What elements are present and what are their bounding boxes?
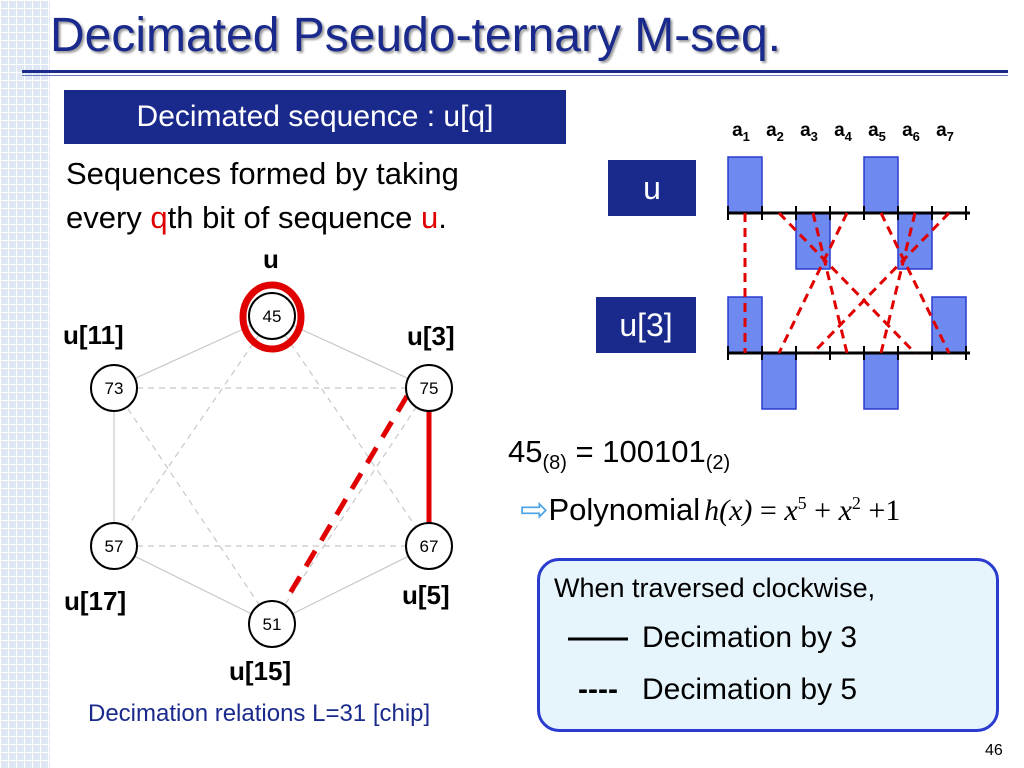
legend-solid-label: Decimation by 3 [642, 621, 858, 654]
description-line-1: Sequences formed by taking [66, 156, 459, 191]
node-label-u11: u[11] [63, 320, 124, 350]
legend-dashed-label: Decimation by 5 [642, 673, 858, 706]
decorative-pattern-strip [0, 0, 50, 768]
hexagon-node-circle [248, 600, 296, 648]
sequence-axes [727, 206, 970, 360]
eq-equals: = [566, 434, 603, 469]
column-header: a1 [732, 120, 750, 144]
column-header: a7 [936, 120, 954, 144]
node-label-u3: u[3] [407, 321, 455, 351]
column-header: a3 [800, 120, 818, 144]
row-label-u: u [608, 160, 696, 216]
desc-text: th bit of sequence [167, 200, 422, 235]
decimation-link [777, 211, 917, 355]
hexagon-edge [271, 545, 430, 625]
hexagon-node-circle [90, 364, 138, 412]
octal-binary-equation: 45(8) = 100101(2) [508, 434, 730, 475]
hexagon-node-value: 45 [263, 307, 282, 326]
title-underline [22, 70, 1008, 73]
eq-octal-base: (8) [542, 452, 567, 475]
hexagon-caption: Decimation relations L=31 [chip] [88, 700, 431, 727]
u-row-bar [727, 156, 763, 214]
hexagon-node-value: 73 [105, 379, 124, 398]
eq-octal-value: 45 [508, 434, 543, 469]
poly-exp-2: 2 [851, 492, 861, 513]
decimation-by-5-link [283, 394, 410, 602]
hexagon-node-value: 51 [263, 615, 282, 634]
eq-binary-value: 100101 [602, 434, 706, 469]
column-header: a5 [868, 120, 886, 144]
page-number: 46 [985, 742, 1003, 759]
poly-func: h(x) [704, 493, 753, 527]
description-line-2: every qth bit of sequence u. [66, 196, 459, 240]
decimation-link [811, 211, 951, 355]
hexagon-outline [113, 315, 430, 625]
hexagon-chord [271, 315, 430, 547]
poly-exp-1: 5 [797, 492, 807, 513]
legend-row-dashed: ---- Decimation by 5 [568, 673, 857, 707]
hexagon-node-value: 75 [420, 379, 439, 398]
desc-text: . [438, 200, 447, 235]
hexagon-chord [113, 387, 273, 625]
hexagon-edge [271, 315, 430, 389]
slide-title: Decimated Pseudo-ternary M-seq. [50, 9, 781, 62]
column-header: a4 [834, 120, 853, 144]
legend-row-solid: —— Decimation by 3 [568, 621, 857, 655]
u3-row-bar [931, 296, 967, 354]
legend-box: When traversed clockwise, —— Decimation … [537, 558, 999, 732]
u3-row-bar [863, 352, 899, 410]
poly-eq: = [752, 493, 785, 527]
column-headers: a1 a2 a3 a4 a5 a6 a7 [732, 120, 954, 144]
poly-plus-1: + [806, 493, 839, 527]
hexagon-node-value: 67 [420, 537, 439, 556]
solid-line-symbol: —— [568, 621, 628, 654]
decimation-hexagon: 45 75 67 51 57 73 [90, 281, 453, 648]
decimation-links [743, 211, 951, 355]
poly-plus-2: +1 [860, 493, 901, 527]
hexagon-nodes: 45 75 67 51 57 73 [90, 281, 453, 648]
dashed-line-symbol: ---- [578, 673, 618, 706]
u3-row-bar [761, 352, 797, 410]
hexagon-edge [113, 545, 273, 625]
node-label-u17: u[17] [64, 586, 127, 616]
highlight-ring [239, 281, 305, 353]
title-underline-thin [22, 75, 1008, 76]
node-label-u: u [263, 244, 279, 274]
u-row-bar [863, 156, 899, 214]
node-label-u15: u[15] [229, 656, 292, 686]
hexagon-chord [271, 387, 430, 625]
desc-u-highlight: u [421, 200, 439, 235]
eq-binary-base: (2) [705, 452, 731, 475]
hexagon-edge [113, 315, 273, 389]
decimation-link [879, 212, 951, 354]
polynomial-equation: ⇨ Polynomial h(x) = x5 + x2 +1 [520, 490, 900, 530]
hexagon-node-circle [248, 292, 296, 340]
poly-term-2: x [838, 493, 852, 527]
desc-q-highlight: q [150, 200, 168, 235]
sequence-diagram: a1 a2 a3 a4 a5 a6 a7 [727, 120, 970, 410]
column-header: a2 [766, 120, 784, 144]
polynomial-formula: h(x) = x5 + x2 +1 [704, 493, 900, 528]
hexagon-node-circle [90, 522, 138, 570]
row-label-u3: u[3] [596, 297, 696, 353]
arrow-right-icon: ⇨ [520, 491, 549, 529]
hexagon-node-circle [405, 364, 453, 412]
subtitle-box: Decimated sequence : u[q] [64, 90, 566, 144]
hexagon-node-circle [405, 522, 453, 570]
desc-text: every [66, 200, 151, 235]
decimation-link [777, 212, 849, 354]
description: Sequences formed by taking every qth bit… [66, 152, 459, 240]
hexagon-chord [113, 315, 273, 547]
hexagon-node-value: 57 [105, 537, 124, 556]
legend-heading: When traversed clockwise, [554, 573, 876, 603]
polynomial-label: Polynomial [548, 492, 701, 527]
node-label-u5: u[5] [402, 580, 450, 610]
decimation-link [879, 212, 917, 354]
decimation-link [811, 212, 849, 354]
column-header: a6 [902, 120, 920, 144]
poly-term-1: x [784, 493, 798, 527]
decimation-marks [283, 394, 432, 602]
